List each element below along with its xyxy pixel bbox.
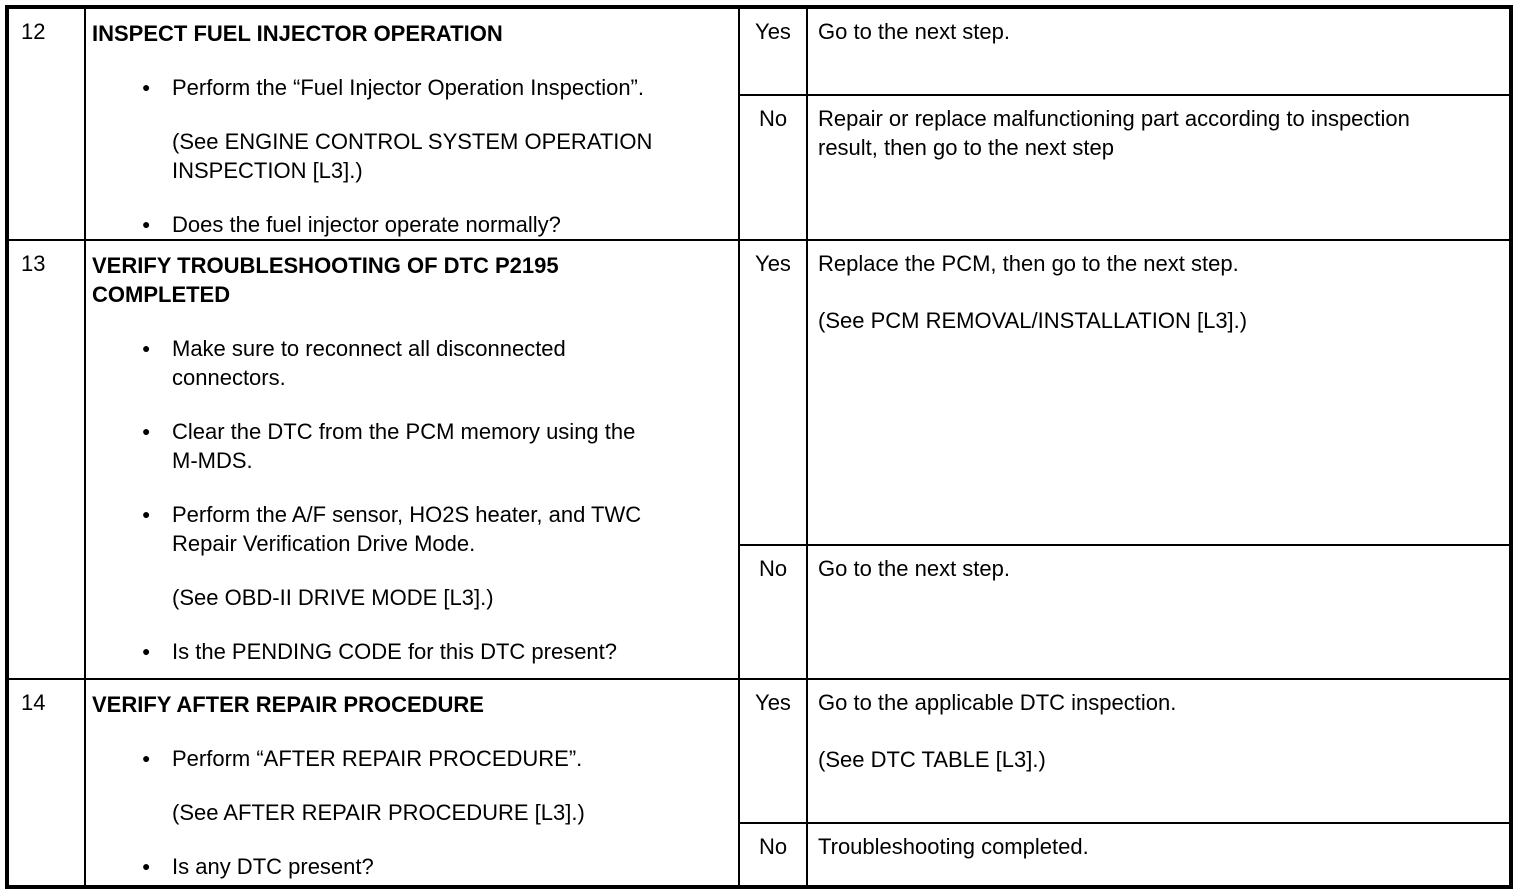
text-line: INSPECT FUEL INJECTOR OPERATION	[92, 21, 503, 46]
yes-label-cell: Yes	[738, 239, 808, 546]
no-action-cell: Troubleshooting completed.	[806, 822, 1512, 888]
text-line: (See OBD-II DRIVE MODE [L3].)	[172, 585, 494, 610]
yes-action-cell: Go to the applicable DTC inspection. (Se…	[806, 678, 1512, 824]
inspection-bullet-item: ● Perform the “Fuel Injector Operation I…	[92, 73, 734, 102]
yes-action-cell: Replace the PCM, then go to the next ste…	[806, 239, 1512, 546]
bullet-icon: ●	[142, 423, 151, 439]
step-number: 14	[6, 678, 86, 888]
table-row: No Go to the next step.	[7, 544, 1512, 680]
text-line: INSPECTION [L3].)	[172, 158, 363, 183]
no-label-cell: No	[738, 544, 808, 680]
text-line: (See ENGINE CONTROL SYSTEM OPERATION	[172, 129, 653, 154]
bullet-icon: ●	[142, 79, 151, 95]
see-reference: (See AFTER REPAIR PROCEDURE [L3].)	[92, 798, 734, 827]
text-line: (See PCM REMOVAL/INSTALLATION [L3].)	[818, 308, 1248, 333]
step-number: 12	[6, 6, 86, 241]
table-row: 12 INSPECT FUEL INJECTOR OPERATION ● Per…	[6, 6, 1512, 241]
inspection-title: INSPECT FUEL INJECTOR OPERATION	[92, 19, 734, 48]
action-text: Go to the applicable DTC inspection.	[818, 688, 1497, 717]
inspection-title: VERIFY AFTER REPAIR PROCEDURE	[92, 690, 734, 719]
inspection-bullet-item: ● Is the PENDING CODE for this DTC prese…	[92, 637, 734, 666]
text-line: Repair Verification Drive Mode.	[172, 531, 476, 556]
bullet-icon: ●	[142, 340, 151, 356]
action-text: Replace the PCM, then go to the next ste…	[818, 249, 1497, 278]
text-line: Make sure to reconnect all disconnected	[172, 336, 566, 361]
text-line: connectors.	[172, 365, 286, 390]
text-line: Is any DTC present?	[172, 854, 374, 879]
bullet-icon: ●	[142, 643, 151, 659]
inspection-bullet-item: ● Perform the A/F sensor, HO2S heater, a…	[92, 500, 734, 558]
inspection-bullet-item: ● Is any DTC present?	[92, 852, 734, 881]
text-line: Go to the next step.	[818, 556, 1011, 581]
no-label-cell: No	[738, 94, 808, 241]
text-line: M-MDS.	[172, 448, 253, 473]
text-line: Perform “AFTER REPAIR PROCEDURE”.	[172, 746, 583, 771]
action-text: Repair or replace malfunctioning part ac…	[818, 104, 1497, 162]
text-line: Perform the A/F sensor, HO2S heater, and…	[172, 502, 642, 527]
bullet-text: Is the PENDING CODE for this DTC present…	[172, 637, 617, 666]
text-line: Perform the “Fuel Injector Operation Ins…	[172, 75, 644, 100]
step-number: 13	[6, 239, 86, 680]
see-reference: (See PCM REMOVAL/INSTALLATION [L3].)	[818, 306, 1497, 335]
text-line: Go to the next step.	[818, 19, 1011, 44]
action-text: Troubleshooting completed.	[818, 832, 1497, 861]
yes-action-cell: Go to the next step.	[806, 6, 1512, 96]
text-line: VERIFY TROUBLESHOOTING OF DTC P2195	[92, 253, 559, 278]
inspection-bullet-item: ● Does the fuel injector operate normall…	[92, 210, 734, 238]
bullet-text: Perform the “Fuel Injector Operation Ins…	[172, 73, 644, 102]
text-line: (See AFTER REPAIR PROCEDURE [L3].)	[172, 800, 585, 825]
inspection-cell: VERIFY AFTER REPAIR PROCEDURE ● Perform …	[84, 678, 740, 888]
inspection-bullet-item: ● Perform “AFTER REPAIR PROCEDURE”.	[92, 744, 734, 773]
see-reference: (See ENGINE CONTROL SYSTEM OPERATION INSP…	[92, 127, 734, 185]
no-action-cell: Repair or replace malfunctioning part ac…	[806, 94, 1512, 241]
text-line: VERIFY AFTER REPAIR PROCEDURE	[92, 692, 484, 717]
text-line: Replace the PCM, then go to the next ste…	[818, 251, 1239, 276]
bullet-icon: ●	[142, 216, 151, 232]
table-row: No Troubleshooting completed.	[7, 822, 1512, 888]
no-action-cell: Go to the next step.	[806, 544, 1512, 680]
bullet-text: Perform “AFTER REPAIR PROCEDURE”.	[172, 744, 582, 773]
table-row: No Repair or replace malfunctioning part…	[7, 94, 1512, 241]
yes-label-cell: Yes	[738, 6, 808, 96]
text-line: Does the fuel injector operate normally?	[172, 212, 561, 237]
inspection-bullet-item: ● Make sure to reconnect all disconnecte…	[92, 334, 734, 392]
troubleshooting-table: 12 INSPECT FUEL INJECTOR OPERATION ● Per…	[5, 5, 1513, 889]
action-text: Go to the next step.	[818, 554, 1497, 583]
action-text: Go to the next step.	[818, 17, 1497, 46]
see-reference: (See OBD-II DRIVE MODE [L3].)	[92, 583, 734, 612]
no-label-cell: No	[738, 822, 808, 888]
text-line: COMPLETED	[92, 282, 231, 307]
bullet-text: Does the fuel injector operate normally?	[172, 210, 561, 238]
see-reference: (See DTC TABLE [L3].)	[818, 745, 1497, 774]
bullet-text: Is any DTC present?	[172, 852, 374, 881]
bullet-text: Make sure to reconnect all disconnected c…	[172, 334, 566, 392]
inspection-cell: INSPECT FUEL INJECTOR OPERATION ● Perfor…	[84, 6, 740, 241]
text-line: Is the PENDING CODE for this DTC present…	[172, 639, 618, 664]
table-row: 14 VERIFY AFTER REPAIR PROCEDURE ● Perfo…	[6, 678, 1512, 888]
text-line: Go to the applicable DTC inspection.	[818, 690, 1177, 715]
text-line: Troubleshooting completed.	[818, 834, 1089, 859]
inspection-bullet-item: ● Clear the DTC from the PCM memory usin…	[92, 417, 734, 475]
bullet-icon: ●	[142, 506, 151, 522]
text-line: result, then go to the next step	[818, 135, 1114, 160]
yes-label-cell: Yes	[738, 678, 808, 824]
text-line: (See DTC TABLE [L3].)	[818, 747, 1046, 772]
bullet-text: Perform the A/F sensor, HO2S heater, and…	[172, 500, 641, 558]
bullet-text: Clear the DTC from the PCM memory using …	[172, 417, 635, 475]
bullet-icon: ●	[142, 858, 151, 874]
text-line: Clear the DTC from the PCM memory using …	[172, 419, 636, 444]
text-line: Repair or replace malfunctioning part ac…	[818, 106, 1410, 131]
bullet-icon: ●	[142, 750, 151, 766]
